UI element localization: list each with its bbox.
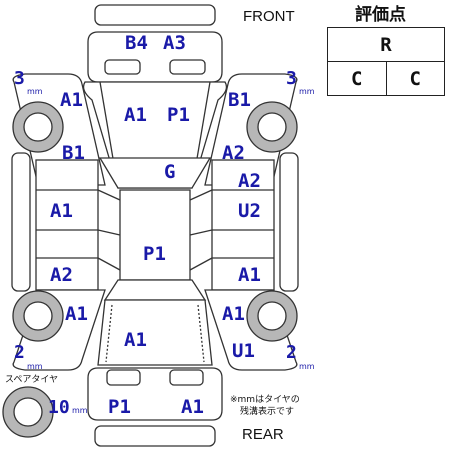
cabin-diag-2 [189,189,213,201]
rear-label: REAR [242,426,284,443]
front-right-tyre-unit: mm [299,87,315,96]
rear-left-tyre-depth: 2 [14,342,25,363]
front-bumper-strip [94,4,216,26]
right-side-skirt [279,152,299,292]
cabin-diag-3 [97,229,121,236]
code-windshield: G [164,161,176,183]
code-right-rocker: U1 [232,340,255,362]
left-side-skirt [11,152,31,292]
right-body-panel [211,159,275,291]
tyre-note-line2: 残溝表示です [240,407,295,417]
left-headlight [104,59,141,75]
windshield-outline [98,157,212,189]
tyre-note-line1: ※mmはタイヤの [230,395,300,405]
code-right-front-door: U2 [238,200,261,222]
code-left-rear-door: A2 [50,264,73,286]
code-front-bumper-right: A3 [163,32,186,54]
front-right-tyre-depth: 3 [286,68,297,89]
rating-title: 評価点 [355,5,406,25]
spare-tyre-unit: mm [72,406,88,415]
code-trunk: A1 [124,329,147,351]
code-left-front-fender: A1 [60,89,83,111]
code-hood-left: A1 [124,104,147,126]
code-right-front-door-upper: A2 [238,170,261,192]
front-label: FRONT [243,8,295,25]
cabin-diag-4 [189,229,213,236]
exterior-score: C [385,61,445,96]
rear-right-tyre-unit: mm [299,362,315,371]
cabin-diag-5 [97,257,121,271]
cabin-diag-1 [97,189,121,201]
code-left-a-pillar: B1 [62,142,85,164]
rear-window-outline [103,279,207,301]
left-taillight [106,369,141,386]
code-right-rear-fender: A1 [222,303,245,325]
rating-table: R C C [327,27,445,96]
right-headlight [169,59,206,75]
code-left-rear-fender: A1 [65,303,88,325]
code-roof: P1 [143,243,166,265]
spare-tyre-depth: 10 [48,397,70,418]
code-right-a-pillar: A2 [222,142,245,164]
right-taillight [169,369,204,386]
code-right-rear-door: A1 [238,264,261,286]
rear-right-tyre-depth: 2 [286,342,297,363]
code-hood-right: P1 [167,104,190,126]
code-rear-bumper-right: A1 [181,396,204,418]
rear-left-tyre-unit: mm [27,362,43,371]
code-rear-bumper-left: P1 [108,396,131,418]
spare-tyre-label: スペアタイヤ [5,375,59,385]
overall-score: R [327,27,445,62]
code-right-front-fender: B1 [228,89,251,111]
interior-score: C [327,61,387,96]
front-left-tyre-depth: 3 [14,68,25,89]
trunk-line-left [105,304,113,363]
code-front-bumper-left: B4 [125,32,148,54]
cabin-diag-6 [189,257,213,271]
rear-bumper-strip [94,425,216,447]
trunk-line-right [197,304,205,363]
roof-outline [119,189,191,281]
trunk-outline [97,299,213,366]
code-left-front-door: A1 [50,200,73,222]
front-left-tyre-unit: mm [27,87,43,96]
